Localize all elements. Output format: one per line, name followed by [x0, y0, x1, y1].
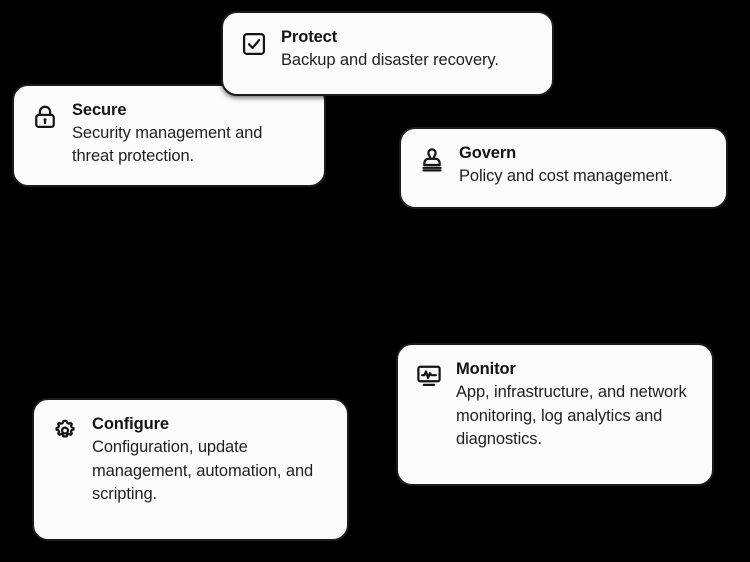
card-govern-text: Govern Policy and cost management. [459, 143, 710, 188]
card-configure-description: Configuration, update management, automa… [92, 437, 314, 504]
card-monitor-title: Monitor [456, 360, 516, 378]
card-configure-text: Configure Configuration, update manageme… [92, 414, 331, 507]
card-monitor-description: App, infrastructure, and network monitor… [456, 382, 687, 449]
stamp-icon [417, 145, 447, 175]
card-secure-description: Security management and threat protectio… [72, 123, 263, 166]
card-govern[interactable]: Govern Policy and cost management. [399, 127, 728, 209]
lock-icon [30, 102, 60, 132]
checkbox-checked-icon [239, 29, 269, 59]
card-secure[interactable]: Secure Security management and threat pr… [12, 84, 326, 187]
card-protect-text: Protect Backup and disaster recovery. [281, 27, 536, 72]
gear-icon [50, 416, 80, 446]
card-govern-description: Policy and cost management. [459, 166, 673, 185]
card-protect-description: Backup and disaster recovery. [281, 50, 499, 69]
card-protect-title: Protect [281, 28, 338, 46]
card-secure-title: Secure [72, 101, 127, 119]
monitor-pulse-icon [414, 361, 444, 391]
card-configure[interactable]: Configure Configuration, update manageme… [32, 398, 349, 541]
card-protect[interactable]: Protect Backup and disaster recovery. [221, 11, 554, 96]
card-configure-title: Configure [92, 415, 170, 433]
card-govern-title: Govern [459, 144, 517, 162]
card-monitor-text: Monitor App, infrastructure, and network… [456, 359, 696, 452]
card-monitor[interactable]: Monitor App, infrastructure, and network… [396, 343, 714, 486]
card-secure-text: Secure Security management and threat pr… [72, 100, 308, 168]
